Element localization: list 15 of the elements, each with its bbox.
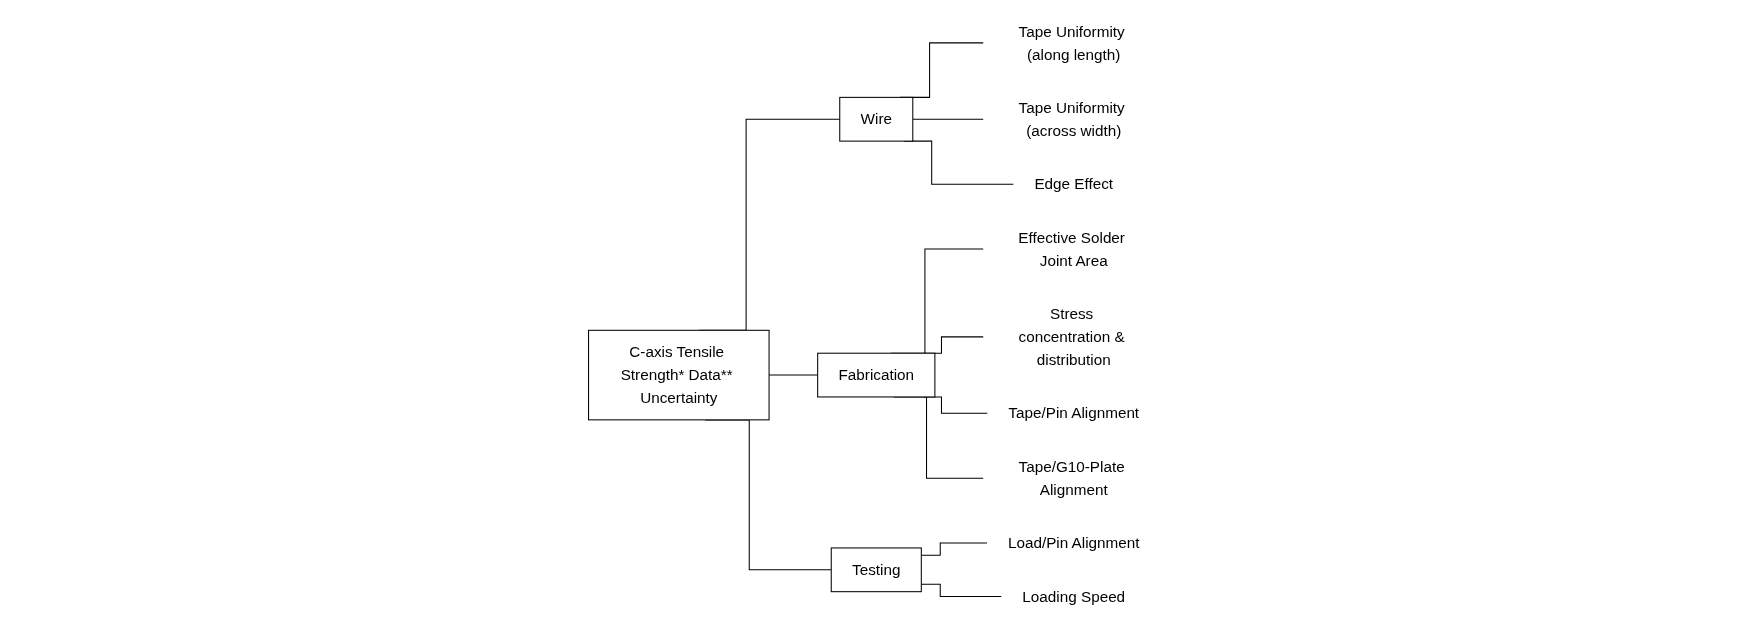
node-text: Tape/G10-Plate Alignment <box>1018 458 1125 499</box>
node-box: Fabrication <box>816 352 936 398</box>
connector <box>912 118 984 120</box>
node-text: Tape Uniformity (across width) <box>1018 99 1125 140</box>
node-text: Stress concentration & distribution <box>1018 305 1125 369</box>
node-text: Loading Speed <box>1022 587 1125 606</box>
node-box: Testing <box>830 547 922 593</box>
node-text: Tape/Pin Alignment <box>1008 404 1139 422</box>
node-text: Tape Uniformity (along length) <box>1018 22 1125 64</box>
node-text: Edge Effect <box>1034 175 1113 193</box>
node-text: Effective Solder Joint Area <box>1017 228 1125 270</box>
node-box: Wire <box>838 96 914 142</box>
connector <box>768 374 818 376</box>
node-box: C-axis Tensile Strength* Data** Uncertainty <box>587 329 770 421</box>
node-text: Load/Pin Alignment <box>1007 534 1140 552</box>
